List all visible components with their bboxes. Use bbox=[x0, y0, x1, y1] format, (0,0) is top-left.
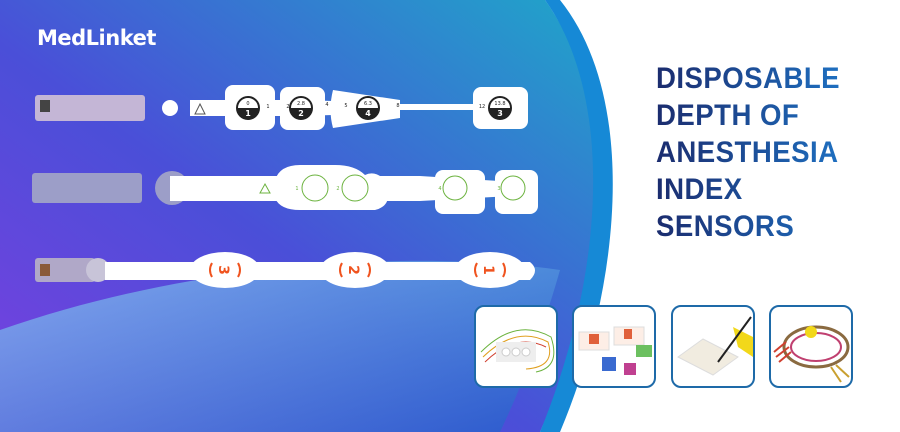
electrosurgical-pad-image bbox=[677, 316, 753, 376]
pad-number: 3 bbox=[215, 265, 231, 275]
scale-label: 12 bbox=[479, 104, 485, 110]
pad-number: 2 bbox=[298, 109, 304, 118]
pad-number: 3 bbox=[497, 186, 500, 192]
ecg-leads-image bbox=[480, 329, 555, 373]
thumbnail-electrosurgical-pad[interactable] bbox=[671, 305, 755, 388]
thumbnail-ecg-leads[interactable] bbox=[474, 305, 558, 388]
pad-number: 2 bbox=[336, 186, 339, 192]
headline-line: SENSORS bbox=[656, 208, 840, 245]
thumbnail-neonatal-sensors[interactable] bbox=[572, 305, 656, 388]
headline-line: INDEX bbox=[656, 171, 840, 208]
neonatal-sensors-image bbox=[578, 326, 652, 375]
pad-number: 4 bbox=[438, 186, 441, 192]
headline: DISPOSABLE DEPTH OF ANESTHESIA INDEX SEN… bbox=[656, 60, 840, 245]
scale-label: 13.8 bbox=[494, 101, 505, 107]
pad-number: 2 bbox=[345, 265, 361, 275]
pad-number: 4 bbox=[365, 109, 371, 118]
pad-number: 1 bbox=[480, 265, 496, 275]
thumbnail-eeg-electrodes[interactable] bbox=[769, 305, 853, 388]
scale-label: 4 bbox=[325, 102, 328, 108]
scale-label: 0 bbox=[246, 101, 249, 107]
scale-label: 6.3 bbox=[364, 101, 372, 107]
eeg-electrodes-image bbox=[773, 325, 850, 383]
sensor-2: 1 2 4 3 bbox=[32, 165, 538, 214]
pad-number: 1 bbox=[295, 186, 298, 192]
scale-label: 8 bbox=[396, 103, 399, 109]
medlinket-logo: MedLinket bbox=[37, 26, 156, 50]
scale-label: 2.8 bbox=[297, 101, 305, 107]
headline-line: DISPOSABLE bbox=[656, 62, 841, 95]
sensor-3: 3 2 1 bbox=[35, 252, 535, 288]
scale-label: 2 bbox=[286, 104, 289, 110]
headline-line: DEPTH OF bbox=[656, 97, 840, 134]
scale-label: 5 bbox=[344, 103, 347, 109]
pad-number: 1 bbox=[245, 109, 251, 118]
scale-label: 1 bbox=[266, 104, 269, 110]
headline-line: ANESTHESIA bbox=[656, 136, 839, 169]
sensor-1: 0 1 2 2.8 4 5 6.3 8 12 13.8 1 2 4 3 bbox=[35, 85, 528, 130]
pad-number: 3 bbox=[497, 109, 503, 118]
